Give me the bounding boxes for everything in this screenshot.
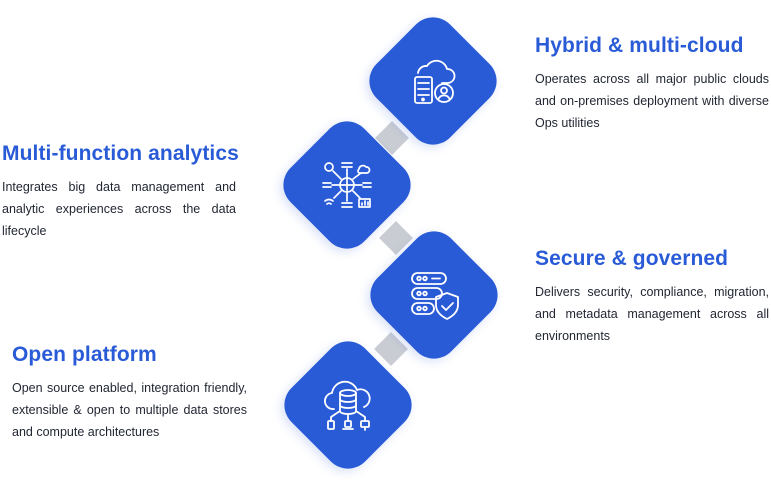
secure-governed-description: Delivers security, compliance, migration… — [535, 285, 769, 343]
analytics-title: Multi-function analytics — [2, 142, 239, 165]
cloud-database-icon — [318, 375, 378, 435]
hybrid-cloud-description: Operates across all major public clouds … — [535, 72, 769, 130]
open-platform-title: Open platform — [12, 343, 157, 366]
analytics-network-icon — [317, 155, 377, 215]
analytics-description: Integrates big data management and analy… — [2, 180, 236, 238]
open-platform-description: Open source enabled, integration friendl… — [12, 381, 247, 439]
cloud-server-user-icon — [403, 51, 463, 111]
secure-governed-title: Secure & governed — [535, 247, 729, 270]
server-shield-icon — [404, 265, 464, 325]
hybrid-cloud-title: Hybrid & multi-cloud — [535, 34, 744, 57]
